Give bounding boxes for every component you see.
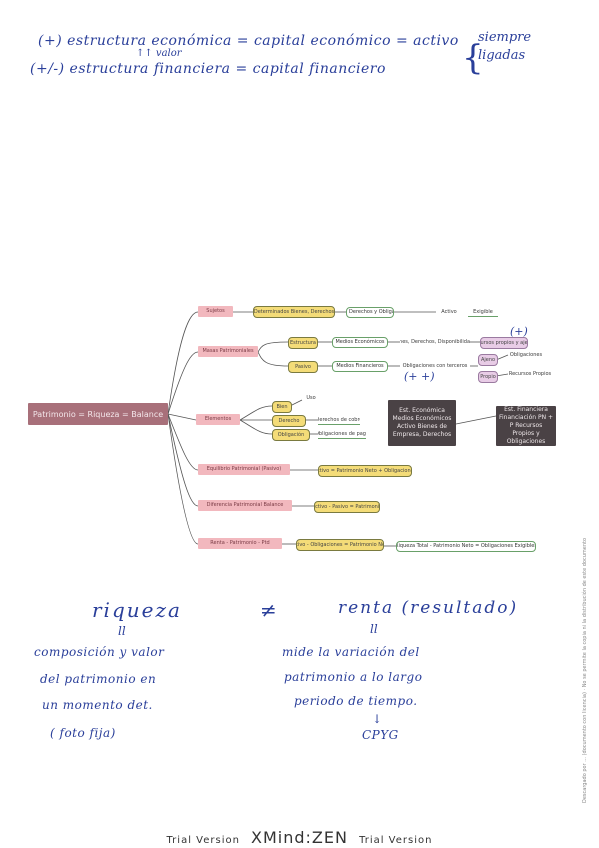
node-bienes-derechos-obligaciones[interactable]: Bienes, Derechos y Obligaciones <box>346 307 394 318</box>
riqueza-line-3: un momento det. <box>42 698 153 712</box>
node-derecho[interactable]: Derecho <box>272 415 306 427</box>
node-activo-patrimonio-neto[interactable]: Activo = Patrimonio Neto + Obligaciones <box>318 465 412 477</box>
footer-brand: XMind:ZEN <box>251 828 348 847</box>
riqueza-line-1: composición y valor <box>34 645 165 659</box>
note-valor: ↑↑ valor <box>136 48 182 59</box>
riqueza-line-2: del patrimonio en <box>40 672 157 686</box>
node-medios-economicos[interactable]: Medios Económicos <box>332 337 388 348</box>
node-recursos-propios: Recursos Propios <box>508 370 552 377</box>
riqueza-line-4: ( foto fija) <box>50 726 116 740</box>
node-riqueza-total[interactable]: Riqueza Total - Patrimonio Neto = Obliga… <box>396 541 536 552</box>
branch-equilibrio-patrimonial[interactable]: Equilibrio Patrimonial (Pasivo) <box>198 464 290 475</box>
branch-renta-patrimonio[interactable]: Renta - Patrimonio - Ptd <box>198 538 282 549</box>
node-activo-pasivo-patrimonio[interactable]: Activo - Pasivo = Patrimonio <box>314 501 380 513</box>
annotation-plus-plus: (+ +) <box>404 370 435 383</box>
node-pasivo[interactable]: Pasivo <box>288 361 318 373</box>
node-uso: Uso <box>306 394 316 401</box>
node-medios-financieros[interactable]: Medios Financieros <box>332 361 388 372</box>
branch-diferencia-patrimonial[interactable]: Diferencia Patrimonial Balance <box>198 500 292 511</box>
footer-trial-left: Trial Version <box>166 835 240 846</box>
node-est-economica-box[interactable]: Est. Económica Medios Económicos Activo … <box>388 400 456 446</box>
equals-right: ll <box>370 622 378 636</box>
node-derechos-cobro: Derechos de cobro <box>318 416 360 425</box>
node-obligacion[interactable]: Obligación <box>272 429 310 441</box>
node-propio[interactable]: Propio <box>478 371 498 383</box>
node-bienes-derechos-disponibilidades: Bienes, Derechos, Disponibilidades <box>400 338 470 345</box>
node-exigible-label: Exigible <box>468 308 498 317</box>
node-determinados-bienes[interactable]: Determinados Bienes, Derechos <box>253 306 335 318</box>
renta-line-1: mide la variación del <box>282 645 420 659</box>
node-estructura[interactable]: Estructura <box>288 337 318 349</box>
not-equal-symbol: ≠ <box>260 598 279 622</box>
branch-elementos[interactable]: Elementos <box>196 414 240 425</box>
branch-masas-patrimoniales[interactable]: Masas Patrimoniales <box>198 346 258 357</box>
side-disclaimer: Descargado por ... (documento con licenc… <box>582 537 588 803</box>
heading-renta: renta (resultado) <box>338 598 519 618</box>
heading-riqueza: riqueza <box>92 598 182 622</box>
cpyg-label: CPYG <box>362 728 399 742</box>
node-activo-label: Activo <box>441 308 457 315</box>
node-activo-obligaciones[interactable]: Activo - Obligaciones = Patrimonio Neto <box>296 539 384 551</box>
footer-watermark: Trial Version XMind:ZEN Trial Version <box>0 828 599 847</box>
annotation-plus: (+) <box>510 325 528 338</box>
node-ajeno[interactable]: Ajeno <box>478 354 498 366</box>
node-recursos-propios-ajenos[interactable]: Recursos propios y ajenos <box>480 337 528 349</box>
equals-left: ll <box>118 624 126 638</box>
node-bien[interactable]: Bien <box>272 401 292 413</box>
renta-line-3: periodo de tiempo. <box>294 694 418 708</box>
note-siempre: siempre <box>478 30 532 45</box>
mindmap-central-topic[interactable]: Patrimonio = Riqueza = Balance <box>28 403 168 425</box>
node-obligaciones-pago: Obligaciones de pago <box>318 430 366 439</box>
node-obligaciones-terceros: Obligaciones con terceros <box>402 362 468 369</box>
node-obligaciones: Obligaciones <box>509 351 543 358</box>
branch-sujetos[interactable]: Sujetos <box>198 306 233 317</box>
down-arrow: ↓ <box>372 712 383 726</box>
footer-trial-right: Trial Version <box>359 835 433 846</box>
note-line-estructura-economica: (+) estructura económica = capital econó… <box>38 33 459 49</box>
note-ligadas: ligadas <box>478 48 526 63</box>
renta-line-2: patrimonio a lo largo <box>284 670 423 684</box>
node-est-financiera-box[interactable]: Est. Financiera Financiación PN + P Recu… <box>496 406 556 446</box>
brace-symbol: { <box>462 38 484 78</box>
note-line-estructura-financiera: (+/-) estructura financiera = capital fi… <box>30 61 386 77</box>
